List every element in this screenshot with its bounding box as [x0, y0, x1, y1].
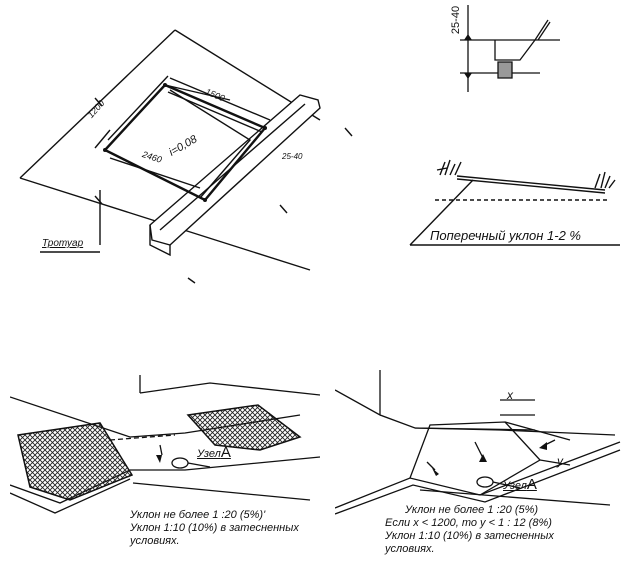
node-label-text: Узел: [503, 480, 527, 492]
isometric-ramp-drawing: 1200 1500 2460 i=0,08 25-40 Тротуар: [0, 0, 380, 290]
node-a-label: УзелА: [197, 444, 231, 461]
y-dim-label: y: [557, 454, 563, 468]
node-letter: А: [526, 476, 537, 493]
curb-section-svg: [460, 5, 560, 92]
node-a-label: УзелА: [503, 476, 537, 493]
slope-note-1: Уклон не более 1 :20 (5%)': [130, 509, 266, 521]
ramp-tactile-svg: [10, 375, 320, 514]
side-dim-label: 25-40: [282, 152, 303, 161]
sidewalk-label: Тротуар: [42, 238, 84, 249]
flared-ramp-svg: [335, 370, 621, 515]
cross-slope-svg: [409, 159, 620, 246]
slope-note-3: Уклон 1:10 (10%) в затесненных: [385, 530, 554, 542]
vertical-dim-label: 25-40: [450, 5, 463, 35]
slope-note-4: условиях.: [385, 543, 435, 555]
cross-slope-drawing: Поперечный уклон 1-2 %: [395, 150, 625, 255]
ramp-tactile-drawing: УзелА Уклон не более 1 :20 (5%)' Уклон 1…: [10, 375, 320, 555]
isometric-ramp-svg: [19, 29, 353, 284]
flared-ramp-drawing: x y УзелА Уклон не более 1 :20 (5%) Если…: [335, 370, 625, 560]
x-dim-label: x: [507, 388, 513, 402]
node-letter: А: [220, 444, 231, 461]
node-label-text: Узел: [197, 448, 221, 460]
curb-section-drawing: 25-40: [420, 0, 560, 100]
slope-note-2: Уклон 1:10 (10%) в затесненных: [130, 522, 299, 534]
cross-slope-caption: Поперечный уклон 1-2 %: [430, 228, 581, 243]
slope-note-2: Если x < 1200, то y < 1 : 12 (8%): [385, 517, 552, 529]
slope-note-1: Уклон не более 1 :20 (5%): [405, 504, 539, 516]
slope-note-3: условиях.: [130, 535, 180, 547]
